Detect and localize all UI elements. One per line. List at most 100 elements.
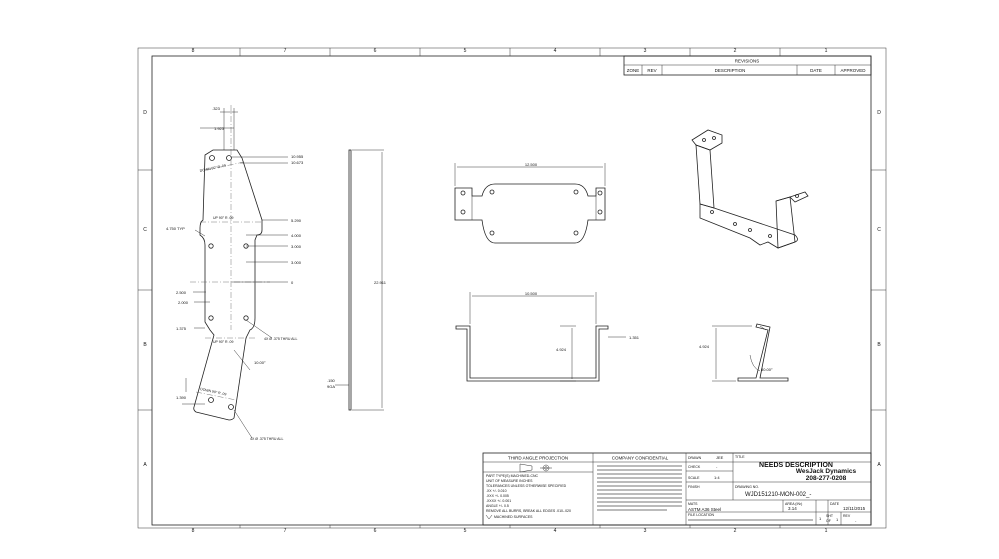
bend-note-4: DOWN 90° R .09 xyxy=(200,387,227,396)
hole xyxy=(712,136,716,140)
zone-col-3-b: 3 xyxy=(644,528,647,534)
hole xyxy=(768,234,772,238)
tb-confidential: COMPANY CONFIDENTIAL xyxy=(612,456,669,461)
hole-note-2: 4X Ø .375 THRU ALL xyxy=(250,437,283,441)
confidential-text-block xyxy=(597,465,682,511)
zone-row-a: A xyxy=(143,462,147,468)
zone-col-7: 7 xyxy=(284,48,287,54)
tb-rev: - xyxy=(855,518,857,523)
hole xyxy=(209,155,215,161)
zone-col-2: 2 xyxy=(734,48,737,54)
hole xyxy=(597,190,603,196)
dim-angle: 10.00° xyxy=(254,360,266,365)
zone-col-1: 1 xyxy=(825,48,828,54)
dim-front-width: 10.500 xyxy=(525,291,538,296)
zone-row-b-r: B xyxy=(877,342,881,348)
dim-5290: 5.290 xyxy=(291,218,302,223)
tb-rev-label: REV xyxy=(843,514,851,518)
zone-col-8-b: 8 xyxy=(192,528,195,534)
zone-col-4: 4 xyxy=(554,48,557,54)
hole xyxy=(228,404,234,410)
tb-unit: UNIT OF MEASURE INCHES xyxy=(486,479,533,483)
zone-labels-top: 8 7 6 5 4 3 2 1 xyxy=(192,48,828,54)
zone-row-b: B xyxy=(143,342,147,348)
tb-material: ASTM A36 Steel xyxy=(688,507,721,512)
dim-front-flange: 1.351 xyxy=(629,335,640,340)
tb-phone: 208-277-0208 xyxy=(806,475,847,482)
zone-labels-side: D C B A D C B A xyxy=(143,110,881,468)
zone-row-c: C xyxy=(143,227,147,233)
hole xyxy=(208,397,214,403)
dim-3000a: 3.000 xyxy=(291,244,302,249)
zone-row-d-r: D xyxy=(877,110,881,116)
bend-line xyxy=(205,161,245,171)
rev-col-date: DATE xyxy=(810,68,822,73)
dim-1375: 1.375 xyxy=(176,326,187,331)
hole xyxy=(597,209,603,215)
hole-note-1: 4X Ø .375 THRU ALL xyxy=(264,337,297,341)
zone-col-2-b: 2 xyxy=(734,528,737,534)
top-view-outline xyxy=(454,183,606,244)
tb-sheet: 1 xyxy=(819,516,822,521)
zone-row-d: D xyxy=(143,110,147,116)
rev-col-rev: REV xyxy=(647,68,656,73)
hole xyxy=(733,222,737,226)
hole xyxy=(460,209,466,215)
hole xyxy=(208,243,214,249)
tb-drawing-no-label: DRAWING NO. xyxy=(735,485,759,489)
dim-0: 0 xyxy=(291,280,294,285)
zone-col-7-b: 7 xyxy=(284,528,287,534)
tb-finish-note: MACHINED SURFACES xyxy=(494,515,533,519)
dim-2000: 2.000 xyxy=(178,300,189,305)
tb-file-label: FILE LOCATION xyxy=(688,513,714,517)
front-view-outline xyxy=(455,325,609,382)
hole xyxy=(748,228,752,232)
flat-pattern-view: .323 1.923 10.955 10.673 DOWN 90° R .09 … xyxy=(166,105,304,441)
projection-symbol xyxy=(519,463,552,473)
zone-col-5: 5 xyxy=(464,48,467,54)
zone-labels-bottom: 8 7 6 5 4 3 2 1 xyxy=(192,528,828,534)
right-view-outline xyxy=(737,323,789,382)
revisions-table: REVISIONS ZONE REV DESCRIPTION DATE APPR… xyxy=(623,55,872,76)
tb-date-label: DATE xyxy=(830,502,840,506)
rev-col-approved: APPROVED xyxy=(840,68,866,73)
hole xyxy=(710,210,714,214)
zone-ticks xyxy=(138,48,886,528)
dim-1390: 1.390 xyxy=(176,395,187,400)
zone-col-8: 8 xyxy=(192,48,195,54)
dim-10673: 10.673 xyxy=(291,160,304,165)
dim-front-height: 4.924 xyxy=(556,347,567,352)
tb-scale-label: SCALE xyxy=(688,476,700,480)
isometric-view xyxy=(691,129,809,249)
hole xyxy=(489,230,495,236)
tb-title-label: TITLE xyxy=(735,455,745,459)
tb-check-value: - xyxy=(716,464,718,469)
tb-area-label: AREA (IN²) xyxy=(785,502,802,506)
dim-side-height: 22.911 xyxy=(374,280,387,285)
tb-tol-angle: ANGLE +/- 0.5 xyxy=(486,504,509,508)
right-view: 4.924 80.00° xyxy=(699,323,789,382)
tb-break-edges: REMOVE ALL BURRS, BREAK ALL EDGES .010-.… xyxy=(486,509,571,513)
zone-col-1-b: 1 xyxy=(825,528,828,534)
dim-top-width: 12.500 xyxy=(525,162,538,167)
hole xyxy=(795,194,799,198)
tb-of-label: OF xyxy=(826,519,831,523)
rev-col-zone: ZONE xyxy=(627,68,640,73)
tb-check-label: CHECK xyxy=(688,465,701,469)
side-view-edge xyxy=(348,149,352,411)
finish-symbol xyxy=(485,514,493,520)
title-block: THIRD ANGLE PROJECTION COMPANY CONFIDENT… xyxy=(482,452,872,526)
tb-mats-label: MATS xyxy=(688,502,698,506)
tb-drawn-label: DRAWN xyxy=(688,456,702,460)
zone-row-a-r: A xyxy=(877,462,881,468)
tb-finish-label: FINISH xyxy=(688,485,700,489)
rev-col-description: DESCRIPTION xyxy=(715,68,746,73)
dim-10955: 10.955 xyxy=(291,154,304,159)
iso-front-flange xyxy=(775,191,809,203)
dim-gauge-value: .150 xyxy=(327,378,336,383)
top-view: 12.500 xyxy=(454,162,606,244)
iso-base xyxy=(699,203,798,249)
tb-part-type: PART TYPE(S) MACHINED-CNC xyxy=(486,474,539,478)
